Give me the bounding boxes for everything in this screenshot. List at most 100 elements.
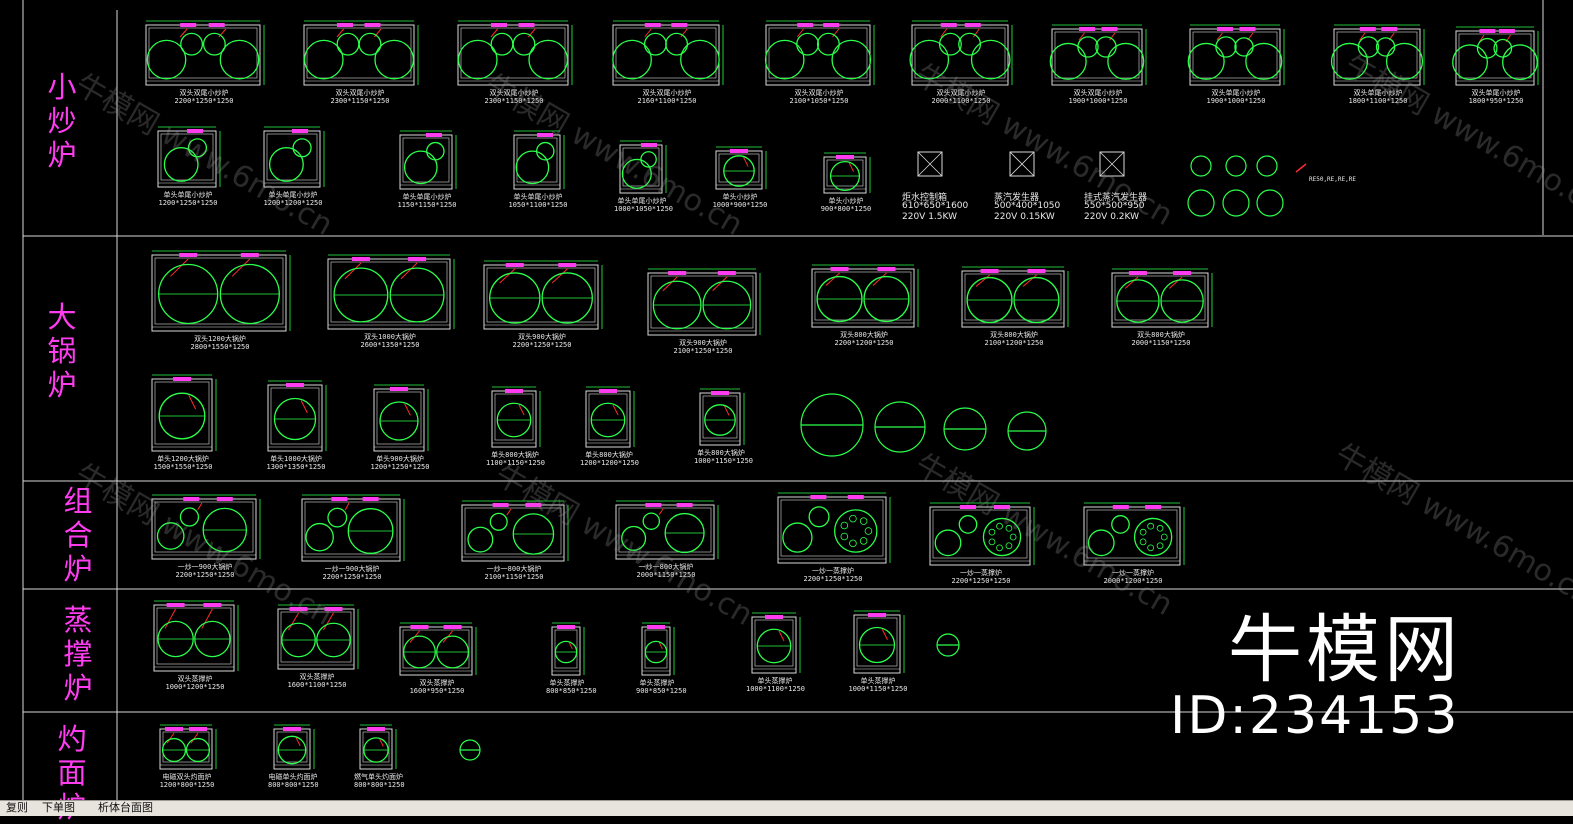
equipment-name: 单头单尾小炒炉 xyxy=(163,191,213,199)
equipment-size: 1200*1200*1250 xyxy=(263,199,323,207)
special-size: 500*400*1050 xyxy=(994,201,1061,211)
equipment-size: 2000*1150*1250 xyxy=(1131,339,1191,347)
tab-xiadan[interactable]: 下单图 xyxy=(42,801,75,814)
equipment-name: 单头蒸撑炉 xyxy=(639,679,675,687)
equipment-name: 双头900大锅炉 xyxy=(518,333,566,341)
tab-fuze[interactable]: 复则 xyxy=(6,801,28,814)
equipment-name: 单头小炒炉 xyxy=(828,197,864,205)
special-power: 220V 0.2KW xyxy=(1084,212,1139,222)
special-name: 挂式蒸汽发生器 xyxy=(1084,193,1148,203)
equipment-size: 1900*1000*1250 xyxy=(1206,97,1266,105)
tab-xitai[interactable]: 析体台面图 xyxy=(98,801,153,814)
equipment-name: 双头双尾小炒炉 xyxy=(936,89,986,97)
equipment-name: 双头800大锅炉 xyxy=(840,331,888,339)
special-size: 610*650*1600 xyxy=(902,201,969,211)
equipment-name: 双头双尾小炒炉 xyxy=(489,89,539,97)
equipment-size: 2300*1150*1250 xyxy=(484,97,544,105)
equipment-plan-view xyxy=(303,20,419,86)
equipment-plan-view xyxy=(301,494,405,562)
equipment-plan-view xyxy=(647,268,761,336)
equipment-name: 一炒一蒸撑炉 xyxy=(1112,569,1154,577)
equipment-size: 1200*1200*1250 xyxy=(580,459,640,467)
equipment-plan-view xyxy=(457,20,573,86)
special-size: 550*500*950 xyxy=(1084,201,1145,211)
equipment-name: 双头单尾小炒炉 xyxy=(1353,89,1403,97)
equipment-plan-view xyxy=(715,146,767,190)
equipment-plan-view xyxy=(327,254,455,330)
special-power: 220V 0.15KW xyxy=(994,212,1055,222)
equipment-plan-view xyxy=(1187,24,1285,86)
equipment-plan-view xyxy=(585,386,635,448)
equipment-name: 单头单尾小炒炉 xyxy=(402,193,452,201)
equipment-plan-view xyxy=(1083,502,1185,566)
equipment-plan-view xyxy=(359,724,397,770)
equipment-size: 2600*1350*1250 xyxy=(360,341,420,349)
equipment-name: 双头800大锅炉 xyxy=(990,331,1038,339)
equipment-name: 单头单尾小炒炉 xyxy=(617,197,667,205)
equipment-name: 单头单尾小炒炉 xyxy=(513,193,563,201)
equipment-size: 800*800*1250 xyxy=(268,781,319,789)
